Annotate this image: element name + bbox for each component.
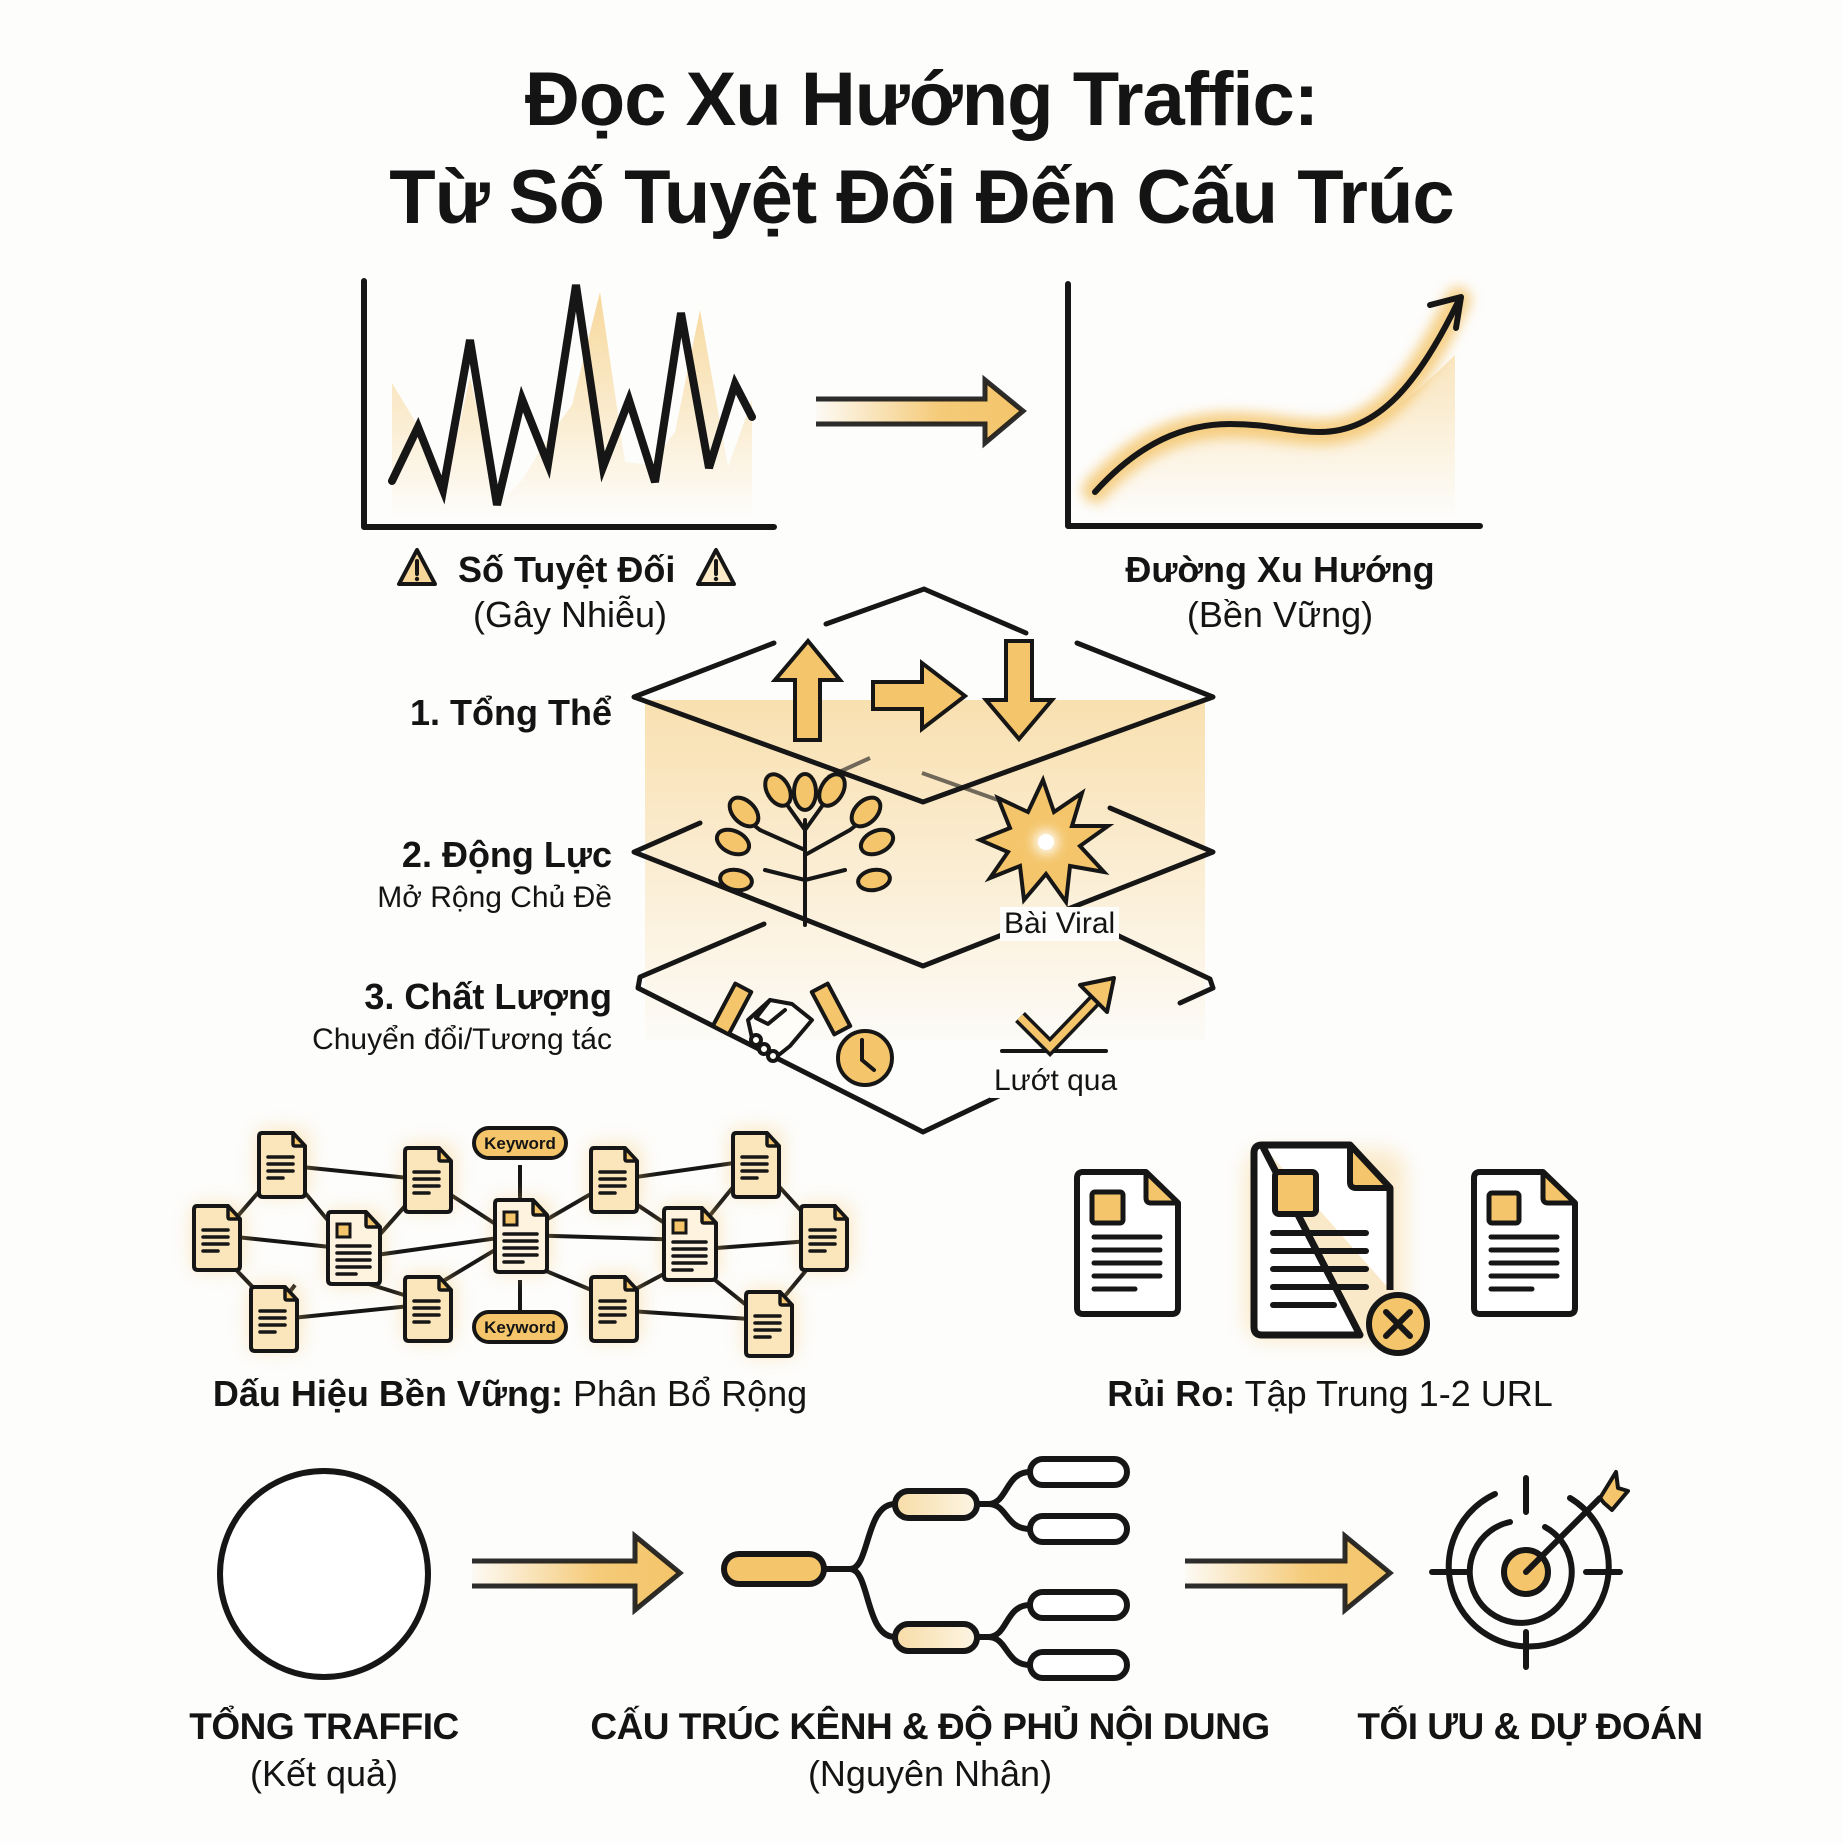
burst-icon	[974, 774, 1115, 908]
layer-stack	[631, 586, 1216, 1135]
page-title-line-2: Từ Số Tuyệt Đối Đến Cấu Trúc	[389, 155, 1454, 240]
error-x-icon	[1366, 1292, 1430, 1356]
document-icon	[662, 1206, 718, 1282]
arrow-down-icon	[981, 639, 1057, 743]
document-icon	[257, 1131, 307, 1199]
keyword-label-bottom: Keyword	[484, 1318, 556, 1337]
document-icon	[731, 1131, 781, 1199]
layer-2-subtitle: Mở Rộng Chủ Đề	[377, 881, 612, 914]
document-icon	[326, 1210, 382, 1286]
flow-arrow-icon	[472, 1530, 684, 1616]
viral-post-tag: Bài Viral	[1000, 907, 1120, 941]
keyword-pill-bottom	[472, 1310, 568, 1344]
skim-tag: Lướt qua	[990, 1064, 1122, 1098]
arrow-up-icon	[770, 637, 845, 742]
warning-icon	[397, 548, 437, 586]
bounce-arrow-icon	[1000, 976, 1116, 1058]
document-icon	[192, 1204, 242, 1272]
document-icon	[403, 1275, 453, 1343]
document-icon	[799, 1204, 849, 1272]
noisy-line-chart	[361, 278, 777, 530]
layer-1-title: 1. Tổng Thể	[410, 692, 612, 733]
risk-caption: Rủi Ro: Tập Trung 1-2 URL	[1000, 1372, 1660, 1415]
warning-icon	[696, 548, 736, 586]
tree-icon	[714, 772, 896, 927]
trend-line-chart	[1065, 281, 1483, 529]
total-traffic-subtitle: (Kết quả)	[249, 1753, 399, 1794]
document-icon	[1074, 1169, 1181, 1317]
risk-documents	[1074, 1141, 1578, 1356]
document-icon	[1250, 1141, 1430, 1356]
document-icon	[589, 1275, 639, 1343]
absolute-numbers-label: Số Tuyệt Đối	[458, 549, 676, 590]
document-icon	[744, 1290, 794, 1358]
sustainable-signal-label: Dấu Hiệu Bền Vững:	[212, 1373, 563, 1414]
document-icon	[493, 1198, 549, 1274]
absolute-numbers-sublabel: (Gây Nhiễu)	[472, 594, 668, 635]
circle-icon	[217, 1468, 431, 1680]
layer-1-plane	[631, 586, 1216, 805]
document-icon	[403, 1146, 453, 1214]
keyword-label-top: Keyword	[484, 1134, 556, 1153]
target-icon	[1429, 1470, 1630, 1670]
keyword-pill-top	[472, 1126, 568, 1160]
page-title-line-1: Đọc Xu Hướng Traffic:	[524, 57, 1319, 142]
document-icon	[589, 1146, 639, 1214]
sustainable-signal-caption: Dấu Hiệu Bền Vững: Phân Bổ Rộng	[140, 1372, 880, 1415]
total-traffic-title: TỔNG TRAFFIC	[189, 1706, 459, 1747]
sustainable-signal-value: Phân Bổ Rộng	[562, 1373, 808, 1414]
document-icon	[249, 1285, 299, 1353]
optimize-predict-title: TỐI ƯU & DỰ ĐOÁN	[1357, 1706, 1703, 1747]
layer-2-title: 2. Động Lực	[401, 834, 612, 875]
transform-arrow-icon	[816, 374, 1027, 449]
trend-line-sublabel: (Bền Vững)	[1186, 594, 1374, 635]
handshake-icon	[710, 981, 853, 1063]
flow-arrow-icon	[1185, 1530, 1394, 1616]
tree-structure-icon	[721, 1456, 1130, 1681]
channel-structure-title: CẤU TRÚC KÊNH & ĐỘ PHỦ NỘI DUNG	[590, 1706, 1270, 1747]
risk-value: Tập Trung 1-2 URL	[1235, 1373, 1553, 1414]
trend-line-label: Đường Xu Hướng	[1125, 549, 1435, 590]
document-icon	[1471, 1169, 1578, 1317]
risk-label: Rủi Ro:	[1107, 1373, 1236, 1414]
arrow-right-icon	[871, 658, 969, 734]
channel-structure-subtitle: (Nguyên Nhân)	[807, 1753, 1053, 1794]
layer-3-subtitle: Chuyển đổi/Tương tác	[312, 1023, 612, 1056]
clock-icon	[836, 1029, 894, 1087]
layer-3-title: 3. Chất Lượng	[364, 976, 612, 1017]
